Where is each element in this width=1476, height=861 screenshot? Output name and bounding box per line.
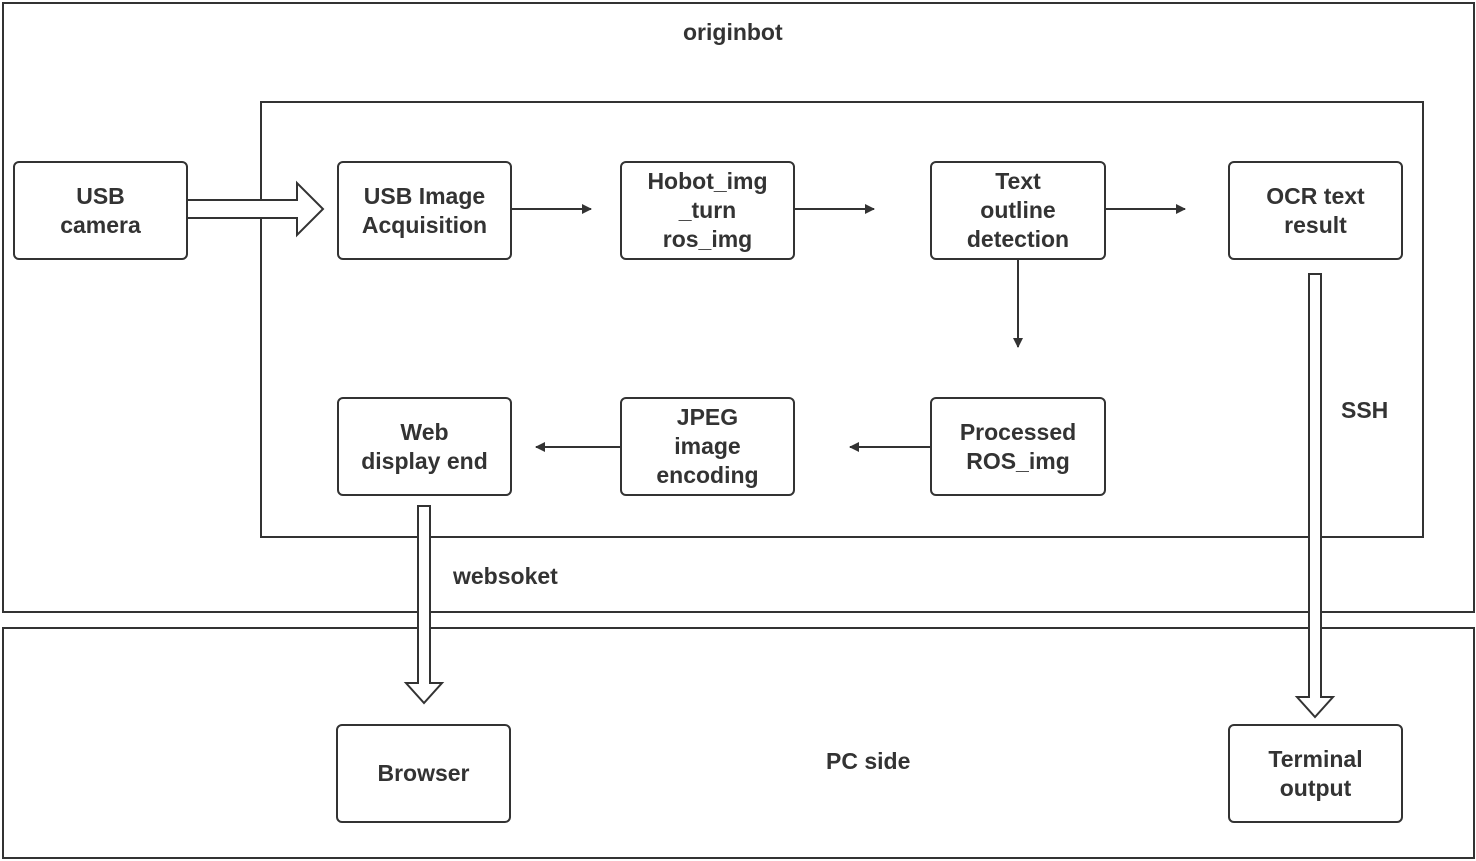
processing-group-container	[260, 101, 1424, 538]
web-display-end-node: Web display end	[337, 397, 512, 496]
usb-camera-node: USB camera	[13, 161, 188, 260]
jpeg-image-encoding-node: JPEG image encoding	[620, 397, 795, 496]
terminal-output-node: Terminal output	[1228, 724, 1403, 823]
pc-side-container	[2, 627, 1475, 859]
hollow-arrow-ocr-to-terminal	[1294, 273, 1336, 719]
hollow-arrow-web-to-browser	[403, 505, 445, 705]
ocr-text-result-node: OCR text result	[1228, 161, 1403, 260]
usb-image-acquisition-node: USB Image Acquisition	[337, 161, 512, 260]
text-outline-detection-node: Text outline detection	[930, 161, 1106, 260]
websoket-label: websoket	[453, 563, 558, 589]
originbot-title: originbot	[683, 19, 783, 45]
ssh-label: SSH	[1341, 397, 1389, 423]
originbot-container	[2, 2, 1475, 613]
hollow-arrow-camera-to-acquisition	[188, 180, 325, 238]
browser-node: Browser	[336, 724, 511, 823]
processed-ros-img-node: Processed ROS_img	[930, 397, 1106, 496]
pc-side-title: PC side	[826, 748, 911, 774]
hobot-img-turn-node: Hobot_img _turn ros_img	[620, 161, 795, 260]
